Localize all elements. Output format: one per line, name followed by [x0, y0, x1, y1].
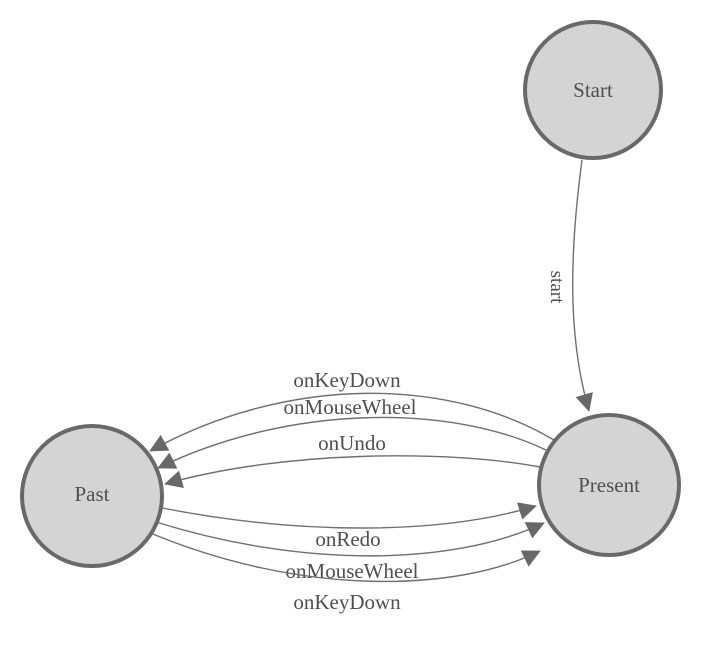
edge-start-to-present: start: [546, 159, 593, 412]
edge-present-to-past-onmousewheel: onMouseWheel: [157, 395, 547, 469]
state-node-start-circle[interactable]: [523, 20, 663, 160]
edge-past-to-present-onredo-path: [161, 502, 537, 529]
edge-label-onmousewheel-top: onMouseWheel: [284, 395, 417, 419]
state-node-start-label: Start: [573, 78, 613, 102]
edge-present-to-past-onkeydown-path: [149, 392, 555, 452]
edge-present-to-past-onundo: onUndo: [164, 431, 541, 489]
edge-past-to-present-onredo: onRedo: [161, 502, 537, 551]
edge-past-to-present-onmousewheel-path: [155, 521, 545, 557]
state-node-present[interactable]: Present: [537, 413, 681, 557]
edge-label-onkeydown-bottom: onKeyDown: [293, 590, 401, 614]
edge-past-to-present-onkeydown-path: [147, 531, 541, 583]
state-node-past-label: Past: [74, 482, 109, 506]
state-node-present-label: Present: [578, 473, 640, 497]
state-node-start[interactable]: Start: [523, 20, 663, 160]
edge-present-to-past-onmousewheel-path: [157, 416, 547, 469]
state-node-past-circle[interactable]: [20, 424, 164, 568]
edge-past-to-present-onmousewheel: onMouseWheel: [155, 521, 545, 583]
edge-label-start: start: [546, 271, 567, 304]
edge-label-onredo: onRedo: [315, 527, 380, 551]
edge-start-to-present-path: [572, 159, 593, 412]
edge-present-to-past-onkeydown: onKeyDown: [149, 368, 555, 452]
state-node-past[interactable]: Past: [20, 424, 164, 568]
edge-label-onkeydown-top: onKeyDown: [293, 368, 401, 392]
edge-present-to-past-onundo-path: [164, 455, 541, 489]
edge-past-to-present-onkeydown: onKeyDown: [147, 531, 541, 614]
state-node-present-circle[interactable]: [537, 413, 681, 557]
edge-label-onundo: onUndo: [318, 431, 386, 455]
edge-label-onmousewheel-bottom: onMouseWheel: [286, 559, 419, 583]
